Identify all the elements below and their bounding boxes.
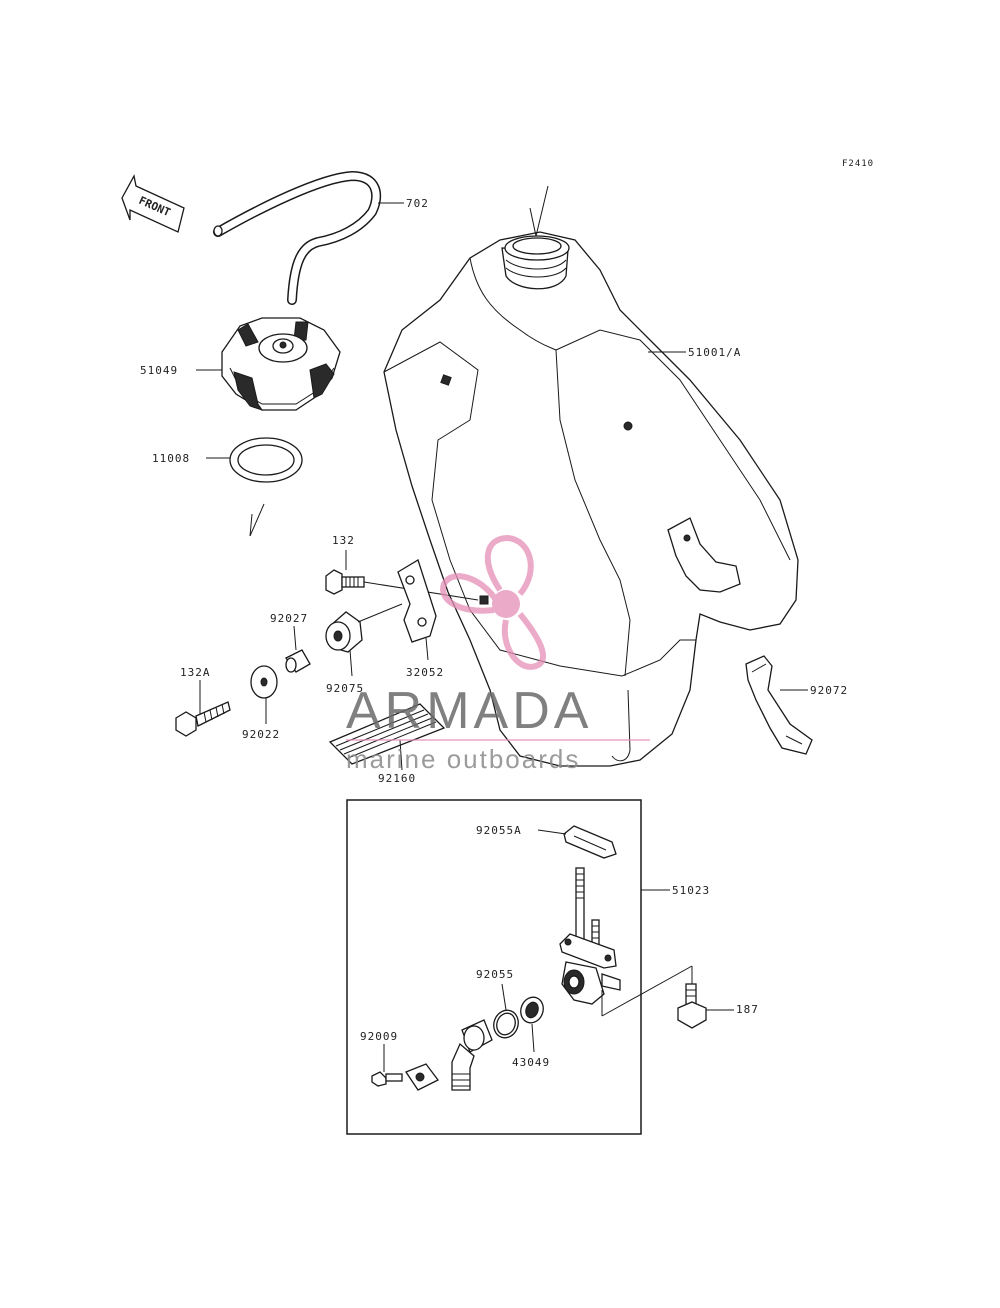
diaphragm-43049 (520, 996, 544, 1053)
label-92027: 92027 (270, 612, 308, 625)
label-51049: 51049 (140, 364, 178, 377)
label-132: 132 (332, 534, 355, 547)
damper-92075 (325, 603, 403, 677)
strap-92072 (745, 655, 813, 755)
label-92022: 92022 (242, 728, 280, 741)
label-32052: 32052 (406, 666, 444, 679)
label-92055: 92055 (476, 968, 514, 981)
fuel-cock-assembly-box (346, 799, 642, 1135)
gasket-11008 (206, 437, 303, 537)
bracket-32052 (397, 559, 437, 661)
o-ring-92055 (493, 983, 519, 1039)
breather-hose-702 (213, 170, 404, 305)
figure-code: F2410 (842, 159, 874, 169)
washer-92022 (250, 665, 278, 724)
label-132a: 132A (180, 666, 211, 679)
filter-lever (451, 1019, 493, 1091)
fuel-cap-51049 (196, 317, 341, 411)
label-702: 702 (406, 197, 429, 210)
bolt-187 (677, 966, 734, 1029)
collar-92027 (285, 625, 311, 673)
label-92075: 92075 (326, 682, 364, 695)
label-11008: 11008 (152, 452, 190, 465)
label-43049: 43049 (512, 1056, 550, 1069)
label-92072: 92072 (810, 684, 848, 697)
label-51023: 51023 (672, 884, 710, 897)
bolt-132 (325, 550, 479, 601)
bolt-132a (175, 680, 231, 737)
label-187: 187 (736, 1003, 759, 1016)
label-92160: 92160 (378, 772, 416, 785)
fuel-cock-51023 (559, 867, 693, 1017)
watermark-tagline: marine outboards (346, 744, 580, 774)
watermark-brand: ARMADA (346, 682, 592, 740)
label-92055a: 92055A (476, 824, 522, 837)
propeller-logo-icon (440, 534, 546, 670)
front-arrow-icon: FRONT (121, 174, 185, 233)
screw-92009 (371, 1044, 439, 1091)
gasket-92055a (537, 825, 617, 859)
fuel-tank-51001a (383, 185, 799, 767)
label-51001a: 51001/A (688, 346, 741, 359)
label-92009: 92009 (360, 1030, 398, 1043)
